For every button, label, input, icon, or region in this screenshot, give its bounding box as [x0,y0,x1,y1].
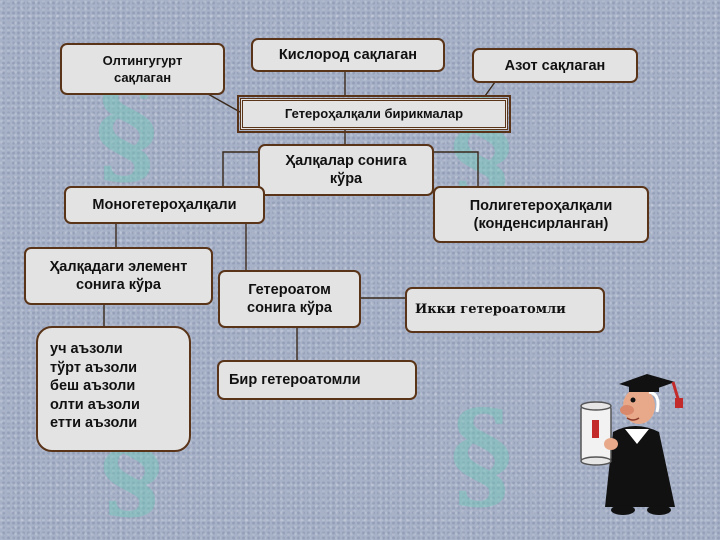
mono-heterocyclic-box: Моногетероҳалқали [64,186,265,224]
ring-size-item: уч аъзоли [50,341,123,357]
sulfur-containing-box: Олтингугурт сақлаган [60,43,225,95]
heterocyclic-compounds-box: Гетероҳалқали бирикмалар [237,95,511,133]
one-heteroatom-box: Бир гетероатомли [217,360,417,400]
nitrogen-containing-box: Азот сақлаган [472,48,638,83]
ring-size-list: уч аъзоли тўрт аъзоли беш аъзоли олти аъ… [36,326,191,452]
ring-size-item: беш аъзоли [50,378,136,394]
poly-heterocyclic-box: Полигетероҳалқали (конденсирланган) [433,186,649,243]
ring-size-item: олти аъзоли [50,396,140,413]
professor-illustration [580,374,683,515]
ring-size-item: етти аъзоли [50,415,138,431]
two-heteroatoms-box: Икки гетероатомли [405,287,605,333]
ring-size-item: тўрт аъзоли [50,359,138,376]
by-ring-elements-box: Ҳалқадаги элемент сонига кўра [24,247,213,305]
by-rings-box: Ҳалқалар сонига кўра [258,144,434,196]
by-heteroatoms-box: Гетероатом сонига кўра [218,270,361,328]
oxygen-containing-box: Кислород сақлаган [251,38,445,72]
